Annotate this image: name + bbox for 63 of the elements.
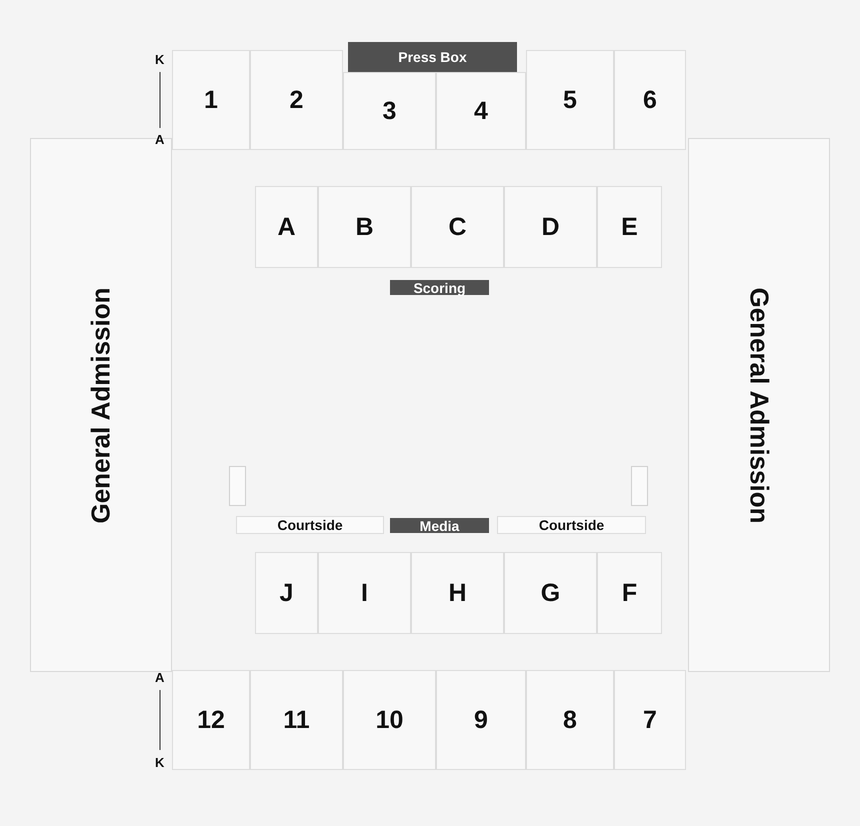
- section-label: 2: [290, 86, 304, 114]
- seating-section: [172, 50, 250, 150]
- seating-section: [614, 50, 686, 150]
- seating-section: [343, 670, 436, 770]
- section-label: 9: [474, 706, 488, 734]
- seating-section: [614, 670, 686, 770]
- row-label: A: [155, 132, 164, 147]
- info-banner: [348, 42, 517, 72]
- seating-section: [250, 50, 343, 150]
- section-label: D: [541, 212, 560, 242]
- section-label: 4: [474, 96, 488, 126]
- floor-marker: [229, 466, 246, 506]
- seating-section: [318, 552, 411, 634]
- banner-label: Scoring: [413, 280, 466, 296]
- seating-section: [250, 670, 343, 770]
- section-label: 10: [376, 706, 404, 734]
- section-label: B: [355, 212, 374, 242]
- info-banner: [390, 518, 489, 533]
- row-label: K: [155, 52, 164, 67]
- section-label: G: [540, 578, 560, 608]
- floor-marker: [631, 466, 648, 506]
- area-label: General Admission: [86, 287, 116, 523]
- seating-section: [411, 186, 504, 268]
- seating-section: [343, 72, 436, 150]
- general-admission-area: [688, 138, 830, 672]
- section-label: I: [361, 578, 368, 608]
- info-banner: [390, 280, 489, 295]
- area-label: Courtside: [277, 517, 343, 533]
- seating-section: [526, 50, 614, 150]
- section-label: 6: [643, 86, 657, 114]
- section-label: H: [448, 578, 467, 608]
- section-label: F: [622, 578, 638, 608]
- banner-label: Media: [420, 518, 460, 534]
- section-label: 3: [382, 96, 396, 126]
- seating-section: [504, 552, 597, 634]
- section-label: 7: [643, 706, 657, 734]
- courtside-area: [497, 516, 646, 534]
- section-label: 12: [197, 706, 225, 734]
- area-label: General Admission: [744, 287, 774, 523]
- seating-section: [255, 186, 318, 268]
- section-label: 8: [563, 706, 577, 734]
- row-label: A: [155, 670, 164, 685]
- section-label: E: [621, 212, 638, 242]
- seating-section: [436, 670, 526, 770]
- seating-section: [411, 552, 504, 634]
- section-label: C: [448, 212, 467, 242]
- section-label: 5: [563, 86, 577, 114]
- banner-label: Press Box: [398, 49, 467, 65]
- section-label: 11: [283, 706, 310, 734]
- seating-section: [504, 186, 597, 268]
- row-label: K: [155, 755, 164, 770]
- seating-section: [318, 186, 411, 268]
- seating-section: [172, 670, 250, 770]
- courtside-area: [236, 516, 384, 534]
- seating-section: [255, 552, 318, 634]
- seating-section: [597, 186, 662, 268]
- section-label: A: [277, 212, 296, 242]
- seating-section: [597, 552, 662, 634]
- seating-section: [526, 670, 614, 770]
- seating-section: [436, 72, 526, 150]
- section-label: J: [280, 578, 294, 608]
- section-label: 1: [204, 86, 218, 114]
- area-label: Courtside: [538, 517, 604, 533]
